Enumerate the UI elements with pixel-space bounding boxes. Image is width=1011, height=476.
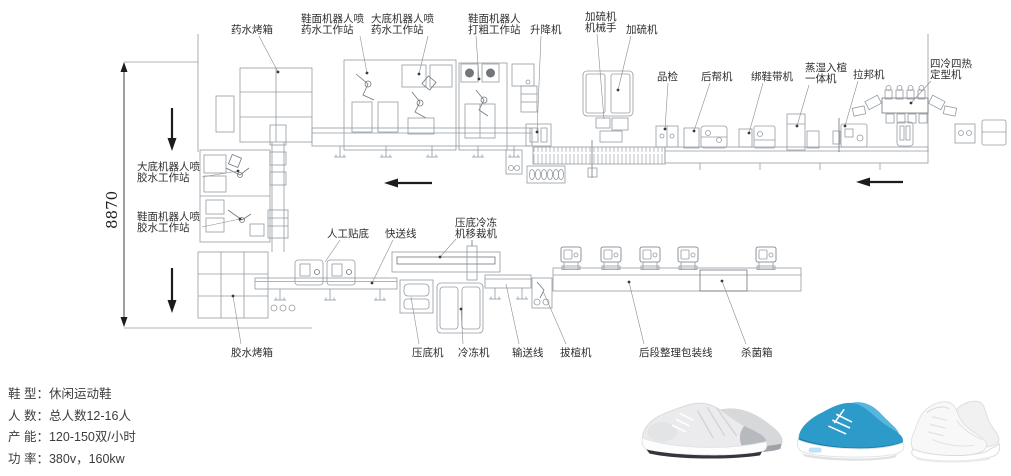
label-outsole-robot-spray: 大底机器人喷 药水工作站 xyxy=(371,12,437,36)
dimension-8870: 8870 xyxy=(103,61,312,329)
shoe-photo-white-hightop xyxy=(910,400,1001,463)
machine-lace-tying xyxy=(738,125,776,149)
machine-heel-lasting xyxy=(683,125,728,149)
dimension-label: 8870 xyxy=(103,191,121,229)
machine-conveyor-line xyxy=(484,274,532,300)
label-conveyor-line: 输送线 xyxy=(512,346,544,359)
spec-power: 功 率：380v，160kw xyxy=(8,451,125,466)
label-heel-lasting: 后帮机 xyxy=(701,70,733,83)
machine-sterilizer xyxy=(699,269,748,292)
flow-down-arrow-1 xyxy=(167,108,177,151)
vertical-link-conveyor xyxy=(267,124,289,252)
machine-sole-press xyxy=(399,279,434,314)
machine-quality-check xyxy=(655,125,679,148)
machine-upper-roughing-station xyxy=(458,62,535,151)
label-upper-robot-glue: 鞋面机器人喷 胶水工作站 xyxy=(137,210,203,234)
machine-vulcanizer xyxy=(582,70,634,117)
machine-cold-hot-setting xyxy=(851,85,958,147)
label-sterilizer: 杀菌箱 xyxy=(741,346,773,359)
label-finishing-packing-line: 后段整理包装线 xyxy=(639,346,713,359)
machine-right-edge-units xyxy=(954,119,1007,146)
label-press-freeze-transfer: 压底冷冻 机移裁机 xyxy=(455,216,500,240)
label-outsole-robot-glue: 大底机器人喷 胶水工作站 xyxy=(137,160,203,184)
machine-steam-lasting xyxy=(786,113,820,151)
upper-conveyor xyxy=(311,127,533,158)
factory-layout-diagram: 8870 xyxy=(103,10,1007,359)
machine-upper-outsole-spray-stations xyxy=(343,59,457,151)
spec-capacity: 产 能：120-150双/小时 xyxy=(8,430,136,444)
flow-left-arrow-2 xyxy=(856,177,903,187)
spec-block: 鞋 型：休闲运动鞋 人 数：总人数12-16人 产 能：120-150双/小时 … xyxy=(8,384,238,470)
machine-manual-sole-attach xyxy=(294,259,356,286)
spec-people: 人 数：总人数12-16人 xyxy=(8,408,131,423)
label-cold-hot-setting: 四冷四热 定型机 xyxy=(930,57,975,81)
flow-down-arrow-2 xyxy=(167,268,177,313)
roller-conveyor xyxy=(526,146,666,184)
label-fast-line: 快送线 xyxy=(385,227,417,240)
main-conveyor-right xyxy=(664,146,929,170)
machine-medicine-oven xyxy=(215,67,313,143)
label-sole-press: 压底机 xyxy=(412,346,444,359)
label-medicine-oven: 药水烤箱 xyxy=(231,23,273,36)
label-manual-sole-attach: 人工贴底 xyxy=(327,227,369,240)
label-glue-oven: 胶水烤箱 xyxy=(231,346,273,359)
machine-fast-line xyxy=(254,277,398,301)
machine-press-freeze-transfer xyxy=(391,240,501,281)
flow-left-arrow-1 xyxy=(384,178,432,188)
label-vulcanizer: 加硫机 xyxy=(626,23,658,36)
machine-finishing-packing-line xyxy=(552,246,802,292)
machine-lifter xyxy=(505,85,552,175)
label-upper-robot-roughing: 鞋面机器人 打粗工作站 xyxy=(468,12,524,36)
machine-robot-glue-stations xyxy=(199,149,271,243)
building-walls xyxy=(197,34,929,152)
label-lifter: 升降机 xyxy=(530,23,562,36)
label-vulcanizer-arm: 加硫机 机械手 xyxy=(585,10,620,34)
label-last-pulling: 拔楦机 xyxy=(560,346,592,359)
machine-glue-oven xyxy=(197,251,296,319)
label-freezer: 冷冻机 xyxy=(458,346,490,359)
label-quality-check: 品检 xyxy=(657,70,678,83)
shoe-photo-blue-sneaker xyxy=(796,402,905,461)
leader-lines xyxy=(201,33,932,345)
label-toe-lasting: 拉邦机 xyxy=(853,68,885,81)
label-upper-robot-spray: 鞋面机器人喷 药水工作站 xyxy=(301,12,367,36)
shoe-photo-gray-sneaker xyxy=(641,402,783,459)
shoe-photos xyxy=(620,376,1011,476)
machine-last-pulling xyxy=(531,277,553,309)
machine-toe-lasting xyxy=(832,118,868,152)
machine-freezer xyxy=(436,282,484,334)
label-steam-lasting: 蒸湿入楦 一体机 xyxy=(805,61,850,85)
label-lace-tying: 绑鞋带机 xyxy=(751,70,793,83)
spec-shoe-type: 鞋 型：休闲运动鞋 xyxy=(8,387,112,401)
